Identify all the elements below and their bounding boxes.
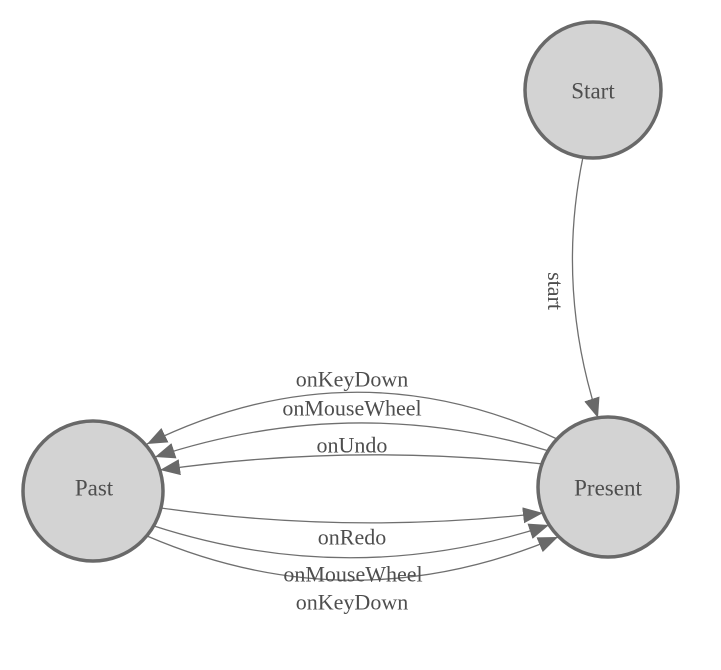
edge-present-to-past-onundo	[159, 454, 544, 476]
state-label-past: Past	[75, 476, 114, 501]
edge-past-to-present-onmousewheel	[153, 523, 550, 559]
edge-present-to-past-onkeydown	[146, 391, 558, 445]
edge-past-to-present-onredo	[160, 507, 544, 524]
state-label-start: Start	[571, 79, 615, 104]
state-label-present: Present	[574, 476, 642, 501]
edge-label-onredo: onRedo	[318, 525, 386, 550]
edge-label-start: start	[543, 272, 568, 310]
edge-label-group: start onKeyDown onMouseWheel onUndo onRe…	[282, 272, 568, 614]
edge-label-onmousewheel-top: onMouseWheel	[282, 396, 421, 421]
edge-present-to-past-onmousewheel	[154, 422, 550, 459]
state-node-present[interactable]: Present	[536, 415, 680, 559]
edge-label-onundo: onUndo	[317, 433, 388, 458]
edge-label-onkeydown-bottom: onKeyDown	[296, 590, 408, 615]
edge-label-onmousewheel-bottom: onMouseWheel	[283, 562, 422, 587]
state-circle-present[interactable]	[536, 415, 680, 559]
edge-start-to-present	[571, 156, 600, 419]
edge-label-onkeydown-top: onKeyDown	[296, 367, 408, 392]
state-node-past[interactable]: Past	[21, 419, 165, 563]
state-node-start[interactable]: Start	[523, 20, 663, 160]
edge-past-to-present-onkeydown	[146, 535, 559, 581]
state-circle-past[interactable]	[21, 419, 165, 563]
state-circle-start[interactable]	[523, 20, 663, 160]
edge-group	[146, 156, 600, 581]
